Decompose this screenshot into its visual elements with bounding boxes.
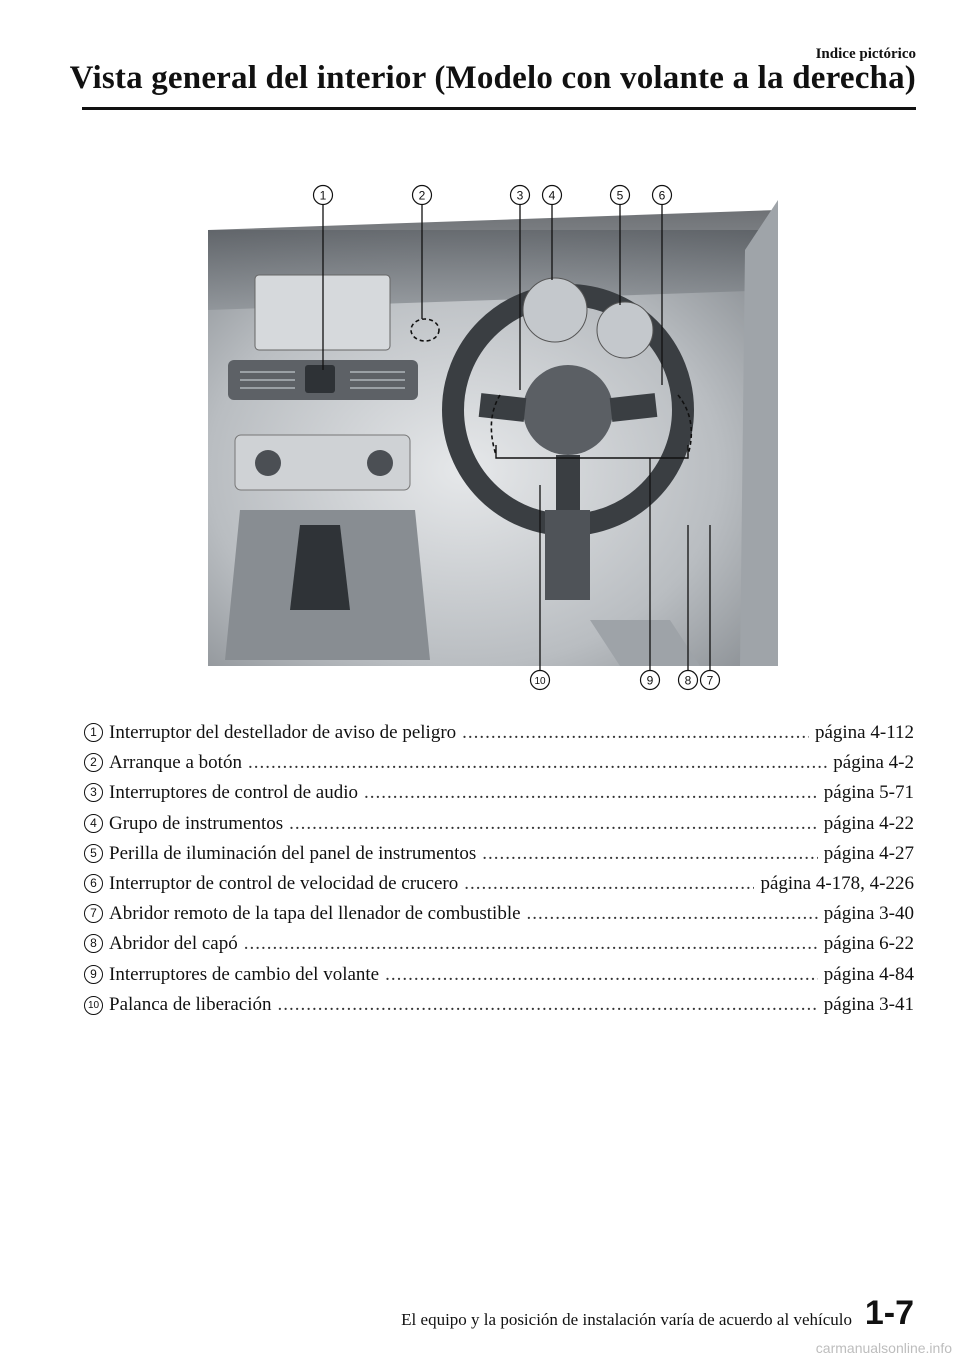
page-reference: página 6-22	[823, 933, 914, 955]
leader-dots	[462, 722, 809, 744]
item-label: Abridor del capó	[109, 933, 238, 955]
page-number: 1-7	[864, 1294, 914, 1332]
list-item: 1 Interruptor del destellador de aviso d…	[84, 722, 914, 752]
leader-dots	[289, 813, 818, 835]
hazard-switch	[305, 365, 335, 393]
callout-9-marker	[639, 669, 661, 691]
item-number: 8	[84, 934, 103, 954]
steering-column	[545, 510, 590, 600]
dashboard-illustration: 1 2 3 4 5 6 10 9 8 7	[208, 184, 778, 691]
item-number: 9	[84, 964, 103, 984]
callout-10: 10	[534, 676, 546, 687]
callout-5-marker	[609, 184, 631, 206]
page-reference: página 4-27	[823, 842, 914, 864]
callout-1-marker	[312, 184, 334, 206]
callout-4: 4	[549, 189, 556, 203]
section-label: Indice pictórico	[815, 46, 916, 62]
callout-10-marker	[529, 669, 551, 691]
callout-3-marker	[509, 184, 531, 206]
climate-panel	[234, 434, 411, 491]
door-panel	[740, 200, 778, 666]
leader-dots	[482, 843, 818, 865]
callout-1: 1	[320, 189, 327, 203]
list-item: 3 Interruptores de control de audio pági…	[84, 782, 914, 812]
page-reference: página 3-41	[823, 993, 914, 1015]
callout-2-marker	[411, 184, 433, 206]
callout-3: 3	[517, 189, 524, 203]
item-number: 5	[84, 843, 103, 863]
item-label: Palanca de liberación	[109, 993, 272, 1015]
callout-5: 5	[617, 189, 624, 203]
item-label: Interruptor del destellador de aviso de …	[109, 722, 457, 743]
list-item: 10 Palanca de liberación página 3-41	[84, 994, 914, 1024]
page-reference: página 4-22	[823, 812, 914, 834]
callout-6-marker	[651, 184, 673, 206]
page-reference: página 4-112	[814, 722, 914, 743]
callout-9: 9	[647, 674, 654, 688]
callout-2: 2	[419, 189, 426, 203]
index-list: 1 Interruptor del destellador de aviso d…	[84, 722, 914, 1024]
leader-dots	[464, 873, 754, 895]
item-number: 6	[84, 873, 103, 893]
page-reference: página 4-178, 4-226	[760, 872, 914, 894]
interior-figure: 1 2 3 4 5 6 10 9 8 7	[200, 180, 790, 700]
list-item: 8 Abridor del capó página 6-22	[84, 933, 914, 963]
callout-8: 8	[685, 674, 692, 688]
callout-7-marker	[699, 669, 721, 691]
item-label: Interruptores de cambio del volante	[109, 963, 380, 985]
gauge-left	[522, 277, 588, 343]
item-label: Interruptor de control de velocidad de c…	[109, 872, 459, 894]
item-label: Arranque a botón	[109, 752, 242, 774]
watermark: carmanualsonline.info	[815, 1340, 952, 1356]
callout-6: 6	[659, 189, 666, 203]
leader-dots	[244, 933, 818, 955]
list-item: 7 Abridor remoto de la tapa del llenador…	[84, 903, 914, 933]
item-label: Abridor remoto de la tapa del llenador d…	[109, 903, 521, 925]
leader-dots	[364, 782, 818, 804]
leader-dots	[277, 994, 817, 1016]
leader-dots	[385, 964, 818, 986]
leader-dots	[248, 752, 827, 774]
item-number: 7	[84, 904, 103, 924]
page-reference: página 5-71	[823, 782, 914, 804]
list-item: 2 Arranque a botón página 4-2	[84, 752, 914, 782]
gauge-right	[596, 301, 654, 359]
list-item: 6 Interruptor de control de velocidad de…	[84, 873, 914, 903]
item-number: 2	[84, 753, 103, 773]
item-label: Grupo de instrumentos	[109, 812, 284, 834]
leader-dots	[527, 903, 818, 925]
list-item: 9 Interruptores de cambio del volante pá…	[84, 964, 914, 994]
page-reference: página 4-2	[833, 752, 914, 774]
gear-lever	[290, 525, 350, 610]
callout-7: 7	[707, 674, 714, 688]
item-number: 1	[84, 723, 103, 742]
item-number: 10	[84, 995, 103, 1015]
title-rule	[82, 107, 916, 110]
footer-note: El equipo y la posición de instalación v…	[401, 1310, 852, 1329]
list-item: 4 Grupo de instrumentos página 4-22	[84, 813, 914, 843]
list-item: 5 Perilla de iluminación del panel de in…	[84, 843, 914, 873]
callout-8-marker	[677, 669, 699, 691]
item-label: Perilla de iluminación del panel de inst…	[109, 842, 477, 864]
item-label: Interruptores de control de audio	[109, 782, 359, 804]
page-title: Vista general del interior (Modelo con v…	[69, 60, 916, 96]
item-number: 4	[84, 813, 103, 833]
page-reference: página 3-40	[823, 903, 914, 925]
page-reference: página 4-84	[823, 963, 914, 985]
item-number: 3	[84, 783, 103, 803]
callout-4-marker	[541, 184, 563, 206]
push-start-marker	[410, 318, 440, 342]
wheel-hub	[523, 365, 613, 455]
